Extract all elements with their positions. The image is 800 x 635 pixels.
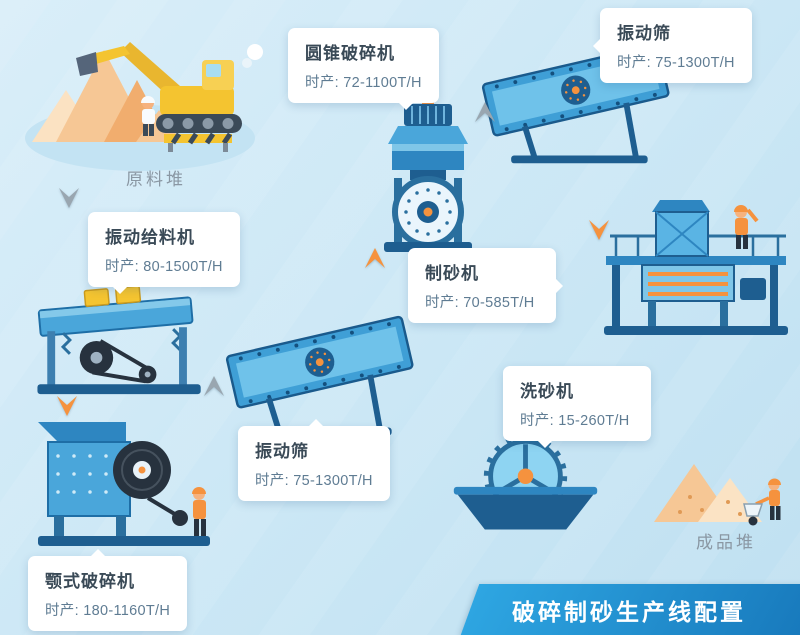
label-pointer — [398, 102, 414, 118]
screen-mid-name: 振动筛 — [255, 442, 309, 461]
label-pointer — [537, 440, 553, 456]
sand-maker-illustration — [598, 198, 793, 338]
cone-crusher-label: 圆锥破碎机 时产: 72-1100T/H — [288, 28, 439, 110]
worker-icon — [141, 96, 155, 136]
washer-label: 洗砂机 时产: 15-260T/H — [503, 366, 651, 448]
vibrating-screen-mid-illustration — [222, 300, 417, 438]
hazard-barrier-icon — [164, 132, 233, 152]
label-pointer — [90, 541, 106, 557]
screen-mid-label: 振动筛 时产: 75-1300T/H — [238, 419, 390, 501]
cone-crusher-illustration — [378, 100, 478, 258]
flywheel-icon — [392, 176, 464, 248]
product-pile-illustration — [650, 442, 795, 537]
worker-icon — [734, 205, 759, 249]
screen-mid-capacity: 时产: 75-1300T/H — [255, 473, 373, 489]
feeder-label: 振动给料机 时产: 80-1500T/H — [88, 212, 240, 294]
flywheel-icon — [113, 441, 188, 526]
sand-maker-name: 制砂机 — [425, 264, 479, 283]
jaw-crusher-capacity: 时产: 180-1160T/H — [45, 603, 171, 619]
belt-drive-icon — [79, 339, 157, 384]
flow-arrow-down-icon — [58, 188, 80, 209]
screen-top-name: 振动筛 — [617, 24, 671, 43]
washer-capacity: 时产: 15-260T/H — [520, 413, 630, 429]
screen-top-label: 振动筛 时产: 75-1300T/H — [593, 8, 752, 83]
jaw-crusher-illustration — [30, 418, 215, 553]
excavator-icon — [76, 42, 242, 133]
jaw-crusher-name: 颚式破碎机 — [45, 572, 135, 591]
flow-arrow-down-icon — [56, 396, 78, 417]
worker-icon — [192, 487, 206, 536]
label-pointer — [585, 37, 601, 54]
raw-material-scene-illustration — [18, 6, 268, 176]
cone-crusher-name: 圆锥破碎机 — [305, 44, 395, 63]
label-pointer — [308, 411, 324, 427]
worker-with-cart-icon — [743, 478, 781, 526]
label-pointer — [112, 286, 128, 302]
feeder-capacity: 时产: 80-1500T/H — [105, 259, 223, 275]
label-pointer — [555, 277, 571, 294]
flow-arrow-up-icon — [364, 248, 386, 269]
sand-washer-illustration — [448, 432, 603, 535]
sand-maker-label: 制砂机 时产: 70-585T/H — [408, 248, 563, 323]
title-banner: 破碎制砂生产线配置 — [458, 584, 800, 635]
flow-arrow-up-icon — [203, 376, 225, 397]
screen-top-capacity: 时产: 75-1300T/H — [617, 55, 735, 71]
flow-arrow-up-icon — [474, 102, 496, 123]
cone-crusher-capacity: 时产: 72-1100T/H — [305, 75, 422, 91]
washer-name: 洗砂机 — [520, 382, 574, 401]
sand-maker-capacity: 时产: 70-585T/H — [425, 295, 535, 311]
flow-arrow-down-icon — [588, 220, 610, 241]
jaw-crusher-label: 颚式破碎机 时产: 180-1160T/H — [28, 549, 188, 631]
smoke-icon — [242, 44, 263, 68]
feeder-name: 振动给料机 — [105, 228, 195, 247]
raw-pile-caption: 原料堆 — [126, 170, 186, 189]
product-pile-caption: 成品堆 — [696, 533, 756, 552]
banner-title: 破碎制砂生产线配置 — [512, 598, 746, 625]
vibrating-feeder-illustration — [28, 282, 218, 400]
